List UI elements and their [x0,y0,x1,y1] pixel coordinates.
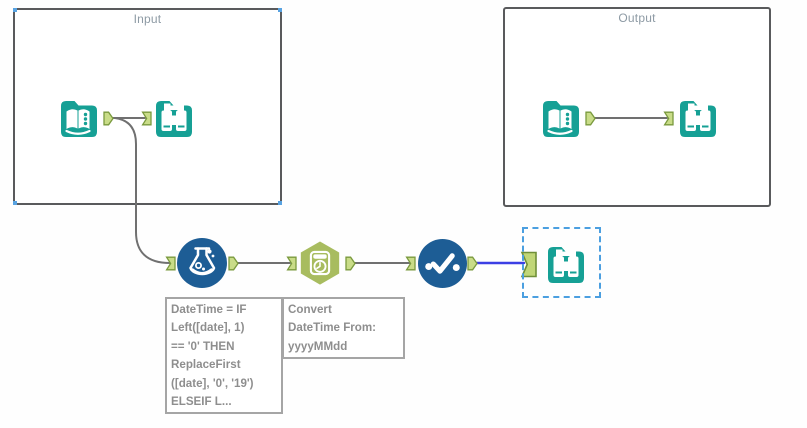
annotation-formula[interactable]: DateTime = IF Left([date], 1) == '0' THE… [165,297,283,414]
tool-datetime[interactable] [297,239,343,287]
output-anchor-icon [585,111,596,126]
input-anchor-icon [520,251,537,278]
tool-browse-3[interactable] [542,240,590,288]
output-anchor-select[interactable] [467,256,478,271]
browse-icon [156,101,192,137]
tool-browse-1[interactable] [150,94,198,142]
output-anchor-datetime[interactable] [345,256,356,271]
select-check-icon [418,239,467,288]
tool-input-data-1[interactable] [55,94,103,142]
tool-input-data-2[interactable] [537,94,585,142]
input-anchor-formula[interactable] [165,256,176,271]
output-anchor-icon [228,256,239,271]
annotation-line: Left([date], 1) [171,321,245,335]
input-anchor-icon [663,111,674,126]
output-anchor-formula[interactable] [228,256,239,271]
selection-corner-mark [278,8,282,12]
input-anchor-icon [165,256,176,271]
annotation-line: == '0' THEN [171,339,235,353]
annotation-line: ReplaceFirst [171,358,241,372]
annotation-line: yyyyMMdd [288,339,348,353]
tool-formula[interactable] [177,238,227,288]
selection-corner-mark [278,201,282,205]
container-output-label: Output [618,11,656,25]
selection-corner-mark [13,8,17,12]
wire-inputdata1-to-formula[interactable] [114,117,171,264]
input-anchor-icon [286,256,297,271]
selection-rectangle [522,227,601,298]
tool-select[interactable] [418,239,467,288]
input-anchor-browse3-large[interactable] [520,251,538,278]
selection-corner-mark [13,201,17,205]
annotation-datetime[interactable]: Convert DateTime From: yyyyMMdd [282,297,405,359]
annotation-line: ELSEIF L... [171,395,232,409]
annotation-line: DateTime = IF [171,303,247,316]
output-anchor-inputdata1[interactable] [103,111,114,126]
tool-container-input[interactable]: Input [13,8,282,205]
input-anchor-browse2[interactable] [663,111,674,126]
annotation-line: Convert [288,303,332,316]
input-anchor-browse1[interactable] [141,111,152,126]
input-data-icon [61,101,97,137]
container-input-label: Input [133,12,162,26]
tool-browse-2[interactable] [674,94,722,142]
annotation-line: ([date], '0', '19') [171,376,254,390]
formula-flask-icon [177,238,227,288]
input-anchor-datetime[interactable] [286,256,297,271]
input-data-icon [543,101,579,137]
input-anchor-icon [405,256,416,271]
datetime-clock-icon [300,241,340,285]
browse-icon [548,247,584,283]
output-anchor-icon [103,111,114,126]
output-anchor-inputdata2[interactable] [585,111,596,126]
browse-icon [680,101,716,137]
input-anchor-icon [141,111,152,126]
output-anchor-icon [345,256,356,271]
annotation-line: DateTime From: [288,321,377,335]
output-anchor-icon [467,256,478,271]
input-anchor-select[interactable] [405,256,416,271]
